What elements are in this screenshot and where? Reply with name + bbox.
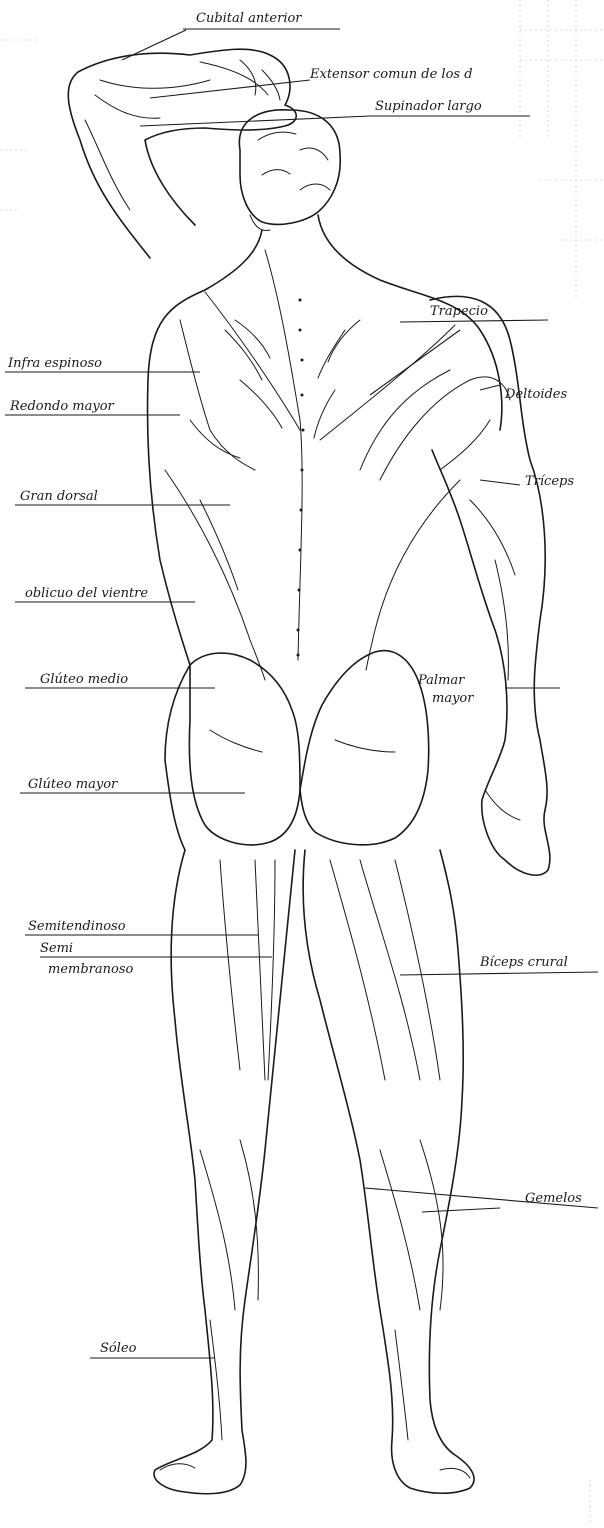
label-gluteo-medio: Glúteo medio	[40, 672, 128, 687]
label-infra-espinoso: Infra espinoso	[7, 356, 102, 371]
label-trapecio: Trapecio	[430, 304, 488, 319]
torso-outline	[148, 230, 263, 850]
label-palmar: Palmar	[417, 673, 465, 688]
label-redondo-mayor: Redondo mayor	[9, 399, 115, 414]
head	[239, 110, 340, 225]
label-soleo: Sóleo	[100, 1341, 137, 1356]
label-extensor-comun: Extensor comun de los d	[309, 67, 473, 82]
label-triceps: Tríceps	[525, 474, 574, 489]
label-deltoides: Deltoides	[504, 387, 567, 402]
label-semi: Semi	[40, 941, 73, 956]
label-cubital-anterior: Cubital anterior	[196, 11, 302, 26]
label-semitendinoso: Semitendinoso	[28, 919, 126, 934]
label-gluteo-mayor: Glúteo mayor	[28, 777, 118, 792]
leader-lines	[5, 30, 598, 1358]
spine-dots	[297, 299, 305, 657]
label-gemelos: Gemelos	[525, 1191, 582, 1206]
label-gran-dorsal: Gran dorsal	[20, 489, 98, 504]
label-biceps-crural: Bíceps crural	[479, 955, 568, 970]
label-oblicuo-vientre: oblicuo del vientre	[25, 586, 148, 601]
label-membranoso: membranoso	[48, 962, 134, 977]
left-arm	[430, 296, 550, 875]
left-leg	[303, 850, 474, 1493]
muscle-labels: Cubital anterior Extensor comun de los d…	[7, 11, 582, 1356]
label-mayor: mayor	[432, 691, 474, 706]
label-supinador-largo: Supinador largo	[375, 99, 482, 114]
human-figure-back-view	[68, 49, 550, 1494]
gluteal-region	[189, 653, 300, 845]
